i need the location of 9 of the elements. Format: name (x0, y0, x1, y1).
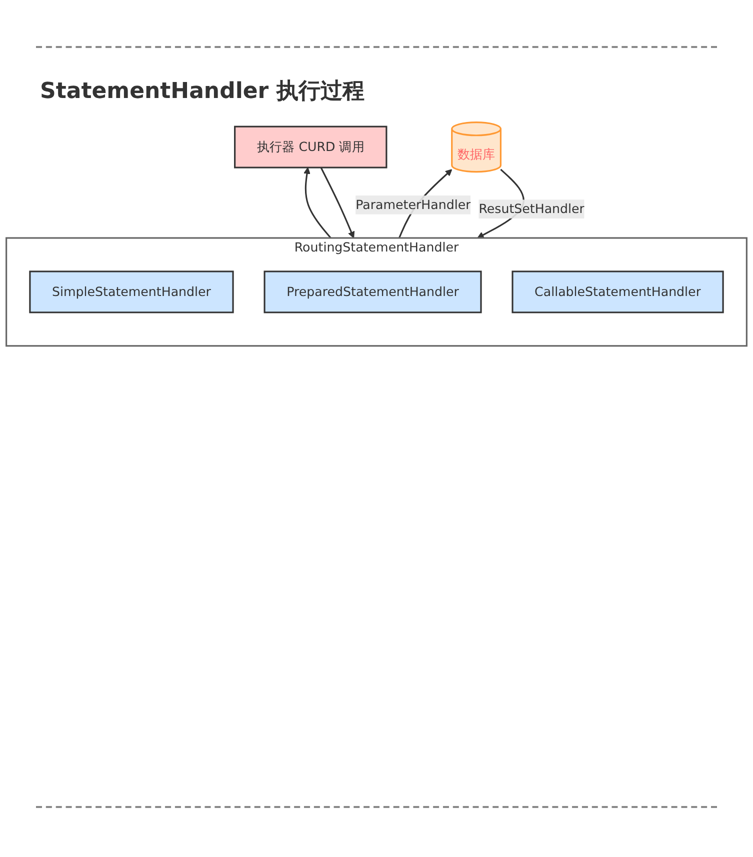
node-box: CallableStatementHandler (512, 270, 724, 314)
node-box: SimpleStatementHandler (29, 270, 234, 314)
arrow (320, 167, 355, 238)
arrow (304, 167, 332, 238)
diagram-title: StatementHandler 执行过程 (40, 78, 364, 106)
node-box: 执行器 CURD 调用 (234, 126, 388, 168)
edge-label: ParameterHandler (356, 197, 471, 212)
edge-label: ResutSetHandler (478, 201, 584, 216)
node-box: PreparedStatementHandler (264, 270, 482, 314)
